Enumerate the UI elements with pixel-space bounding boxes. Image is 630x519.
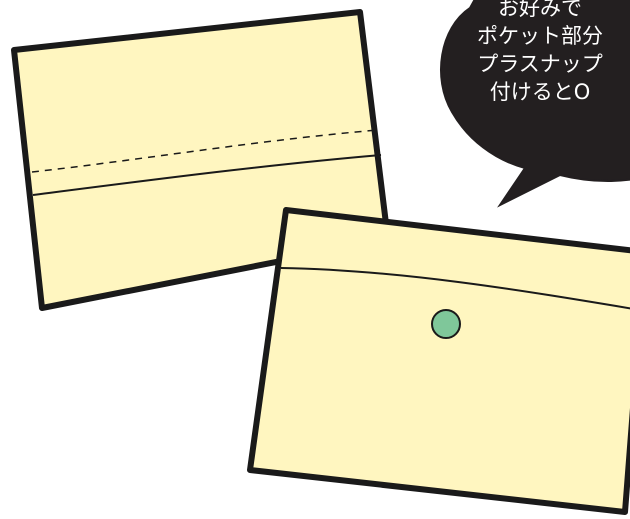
speech-bubble-line-1: お好みで [498, 0, 582, 20]
speech-bubble-shape [440, 0, 630, 208]
open-pouch-fold-line [32, 154, 382, 196]
speech-bubble [440, 0, 630, 208]
speech-bubble-line-4: 付けるとO [489, 80, 591, 104]
closed-pouch-flap-line [280, 267, 630, 310]
speech-bubble-line-2: ポケット部分 [477, 24, 603, 48]
snap-button-icon [431, 309, 461, 339]
speech-bubble-line-3: プラスナップ [477, 52, 603, 76]
closed-pouch-body [247, 207, 630, 515]
closed-pouch [247, 207, 630, 515]
speech-bubble-text: お好みで ポケット部分 プラスナップ 付けるとO [440, 0, 630, 106]
open-pouch-stitch-line [31, 129, 379, 173]
